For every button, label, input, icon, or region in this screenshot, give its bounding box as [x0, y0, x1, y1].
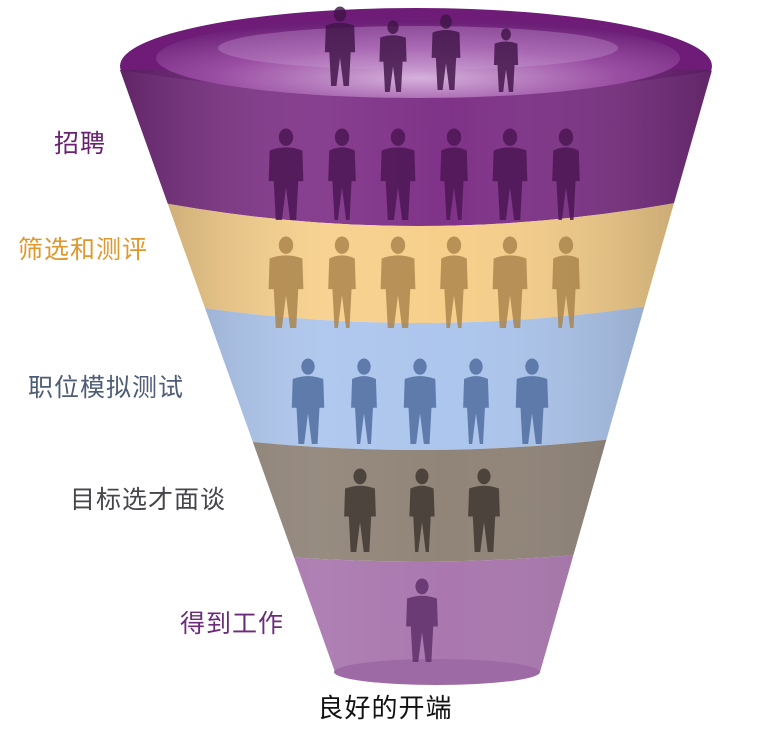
- stage-label-simulation: 职位模拟测试: [28, 373, 185, 402]
- person-icon: [468, 468, 500, 552]
- funnel-opening: [156, 18, 680, 98]
- person-icon: [324, 6, 356, 86]
- person-icon: [463, 358, 489, 444]
- stage-label-recruit: 招聘: [54, 129, 107, 158]
- stage-label-hired: 得到工作: [180, 609, 285, 638]
- person-icon: [406, 578, 438, 662]
- person-icon: [492, 128, 528, 220]
- person-icon: [492, 236, 528, 328]
- person-icon: [380, 236, 416, 328]
- person-icon: [351, 358, 377, 444]
- person-icon: [431, 14, 461, 90]
- person-icon: [328, 128, 356, 220]
- person-icon: [291, 358, 325, 444]
- person-icon: [515, 358, 549, 444]
- person-icon: [380, 128, 416, 220]
- funnel-caption: 良好的开端: [317, 694, 453, 724]
- stage-label-screening: 筛选和测评: [18, 235, 149, 264]
- person-icon: [268, 236, 304, 328]
- person-icon: [493, 28, 519, 92]
- person-icon: [328, 236, 356, 328]
- funnel-bottom: [334, 659, 540, 685]
- person-icon: [552, 128, 580, 220]
- person-icon: [409, 468, 435, 552]
- person-icon: [440, 128, 468, 220]
- person-icon: [403, 358, 437, 444]
- person-icon: [440, 236, 468, 328]
- person-icon: [268, 128, 304, 220]
- person-icon: [344, 468, 376, 552]
- person-icon: [379, 20, 407, 92]
- person-icon: [552, 236, 580, 328]
- stage-label-interview: 目标选才面谈: [70, 485, 227, 514]
